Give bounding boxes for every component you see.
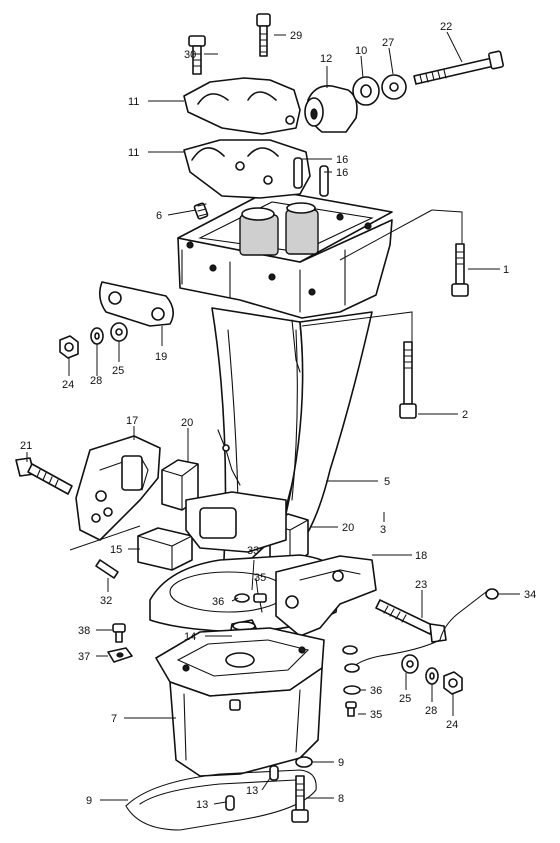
callout-11-upper: 11 (128, 96, 139, 108)
callout-20-upper: 20 (181, 417, 193, 429)
callout-30: 30 (184, 49, 196, 61)
dowel-pins-16 (293, 157, 329, 197)
bolt-8 (291, 775, 309, 823)
washer-25-right (401, 654, 419, 674)
callout-19: 19 (155, 351, 167, 363)
washer-9 (295, 756, 313, 768)
callout-8: 8 (338, 793, 344, 805)
bolt-35-center (253, 593, 267, 613)
bracket-17 (75, 435, 161, 541)
callout-22: 22 (440, 21, 452, 33)
lower-mount-bracket (183, 139, 311, 199)
callout-18: 18 (415, 550, 427, 562)
rubber-block-20-left (161, 459, 199, 511)
upper-mount-bracket (183, 77, 301, 135)
washer-36-center (234, 593, 250, 603)
callout-25-right: 25 (399, 693, 411, 705)
leader-lines (26, 31, 520, 805)
callout-37: 37 (78, 651, 90, 663)
nut-24-right (443, 671, 463, 695)
callout-38: 38 (78, 625, 90, 637)
bolt-2 (399, 341, 417, 419)
callout-28-left: 28 (90, 375, 102, 387)
washer-27 (381, 74, 407, 100)
callout-15: 15 (110, 544, 122, 556)
callout-25-left: 25 (112, 365, 124, 377)
plate-19 (98, 281, 174, 327)
callout-17: 17 (126, 415, 138, 427)
bolt-38 (112, 623, 126, 643)
callout-32: 32 (100, 595, 112, 607)
callout-27: 27 (382, 37, 394, 49)
callout-3: 3 (380, 524, 386, 536)
callout-28-right: 28 (425, 705, 437, 717)
bracket-18 (275, 555, 377, 637)
callout-16-lower: 16 (336, 167, 348, 179)
callout-5: 5 (384, 476, 390, 488)
callout-23: 23 (415, 579, 427, 591)
dowel-pins-13 (225, 765, 279, 811)
block-15 (137, 527, 193, 571)
callout-2: 2 (462, 409, 468, 421)
callout-20-lower: 20 (342, 522, 354, 534)
callout-13-right: 13 (246, 785, 258, 797)
washer-28-left (90, 327, 104, 345)
bolt-30 (188, 35, 206, 75)
long-bolt-22 (413, 50, 504, 85)
callout-7: 7 (111, 713, 117, 725)
pin-32 (95, 559, 119, 579)
callout-35-center: 35 (254, 572, 266, 584)
callout-21: 21 (20, 440, 32, 452)
callout-36-right: 36 (370, 685, 382, 697)
clip-37 (107, 647, 133, 663)
washer-10 (352, 76, 380, 106)
bolt-6 (193, 202, 209, 220)
bolt-1 (451, 243, 469, 297)
nut-24-left (59, 335, 79, 359)
washer-28-right (425, 667, 439, 685)
callout-24-left: 24 (62, 379, 74, 391)
lower-housing-7 (155, 627, 325, 777)
callout-12: 12 (320, 53, 332, 65)
bolt-23 (375, 599, 447, 643)
callout-9-gasket: 9 (86, 795, 92, 807)
callout-36-center: 36 (212, 596, 224, 608)
callout-9-washer: 9 (338, 757, 344, 769)
callout-1: 1 (503, 264, 509, 276)
callout-labels: 1 2 3 5 6 7 8 9 9 10 11 11 12 13 13 14 1… (20, 21, 536, 811)
upper-mount-rubber (304, 84, 358, 133)
gasket-9 (125, 769, 317, 831)
callout-29: 29 (290, 30, 302, 42)
callout-10: 10 (355, 45, 367, 57)
callout-24-right: 24 (446, 719, 458, 731)
callout-6: 6 (156, 210, 162, 222)
ground-wire-34 (344, 588, 499, 673)
bolt-21 (15, 457, 73, 495)
washer-25-left (110, 322, 128, 342)
callout-16-upper: 16 (336, 154, 348, 166)
callout-14: 14 (184, 631, 196, 643)
callout-11-lower: 11 (128, 147, 139, 159)
bolt-29 (256, 13, 271, 57)
callout-34: 34 (524, 589, 536, 601)
callout-13-left: 13 (196, 799, 208, 811)
callout-33: 33 (247, 545, 259, 557)
parts-35-36-right (342, 645, 361, 717)
callout-35-right: 35 (370, 709, 382, 721)
